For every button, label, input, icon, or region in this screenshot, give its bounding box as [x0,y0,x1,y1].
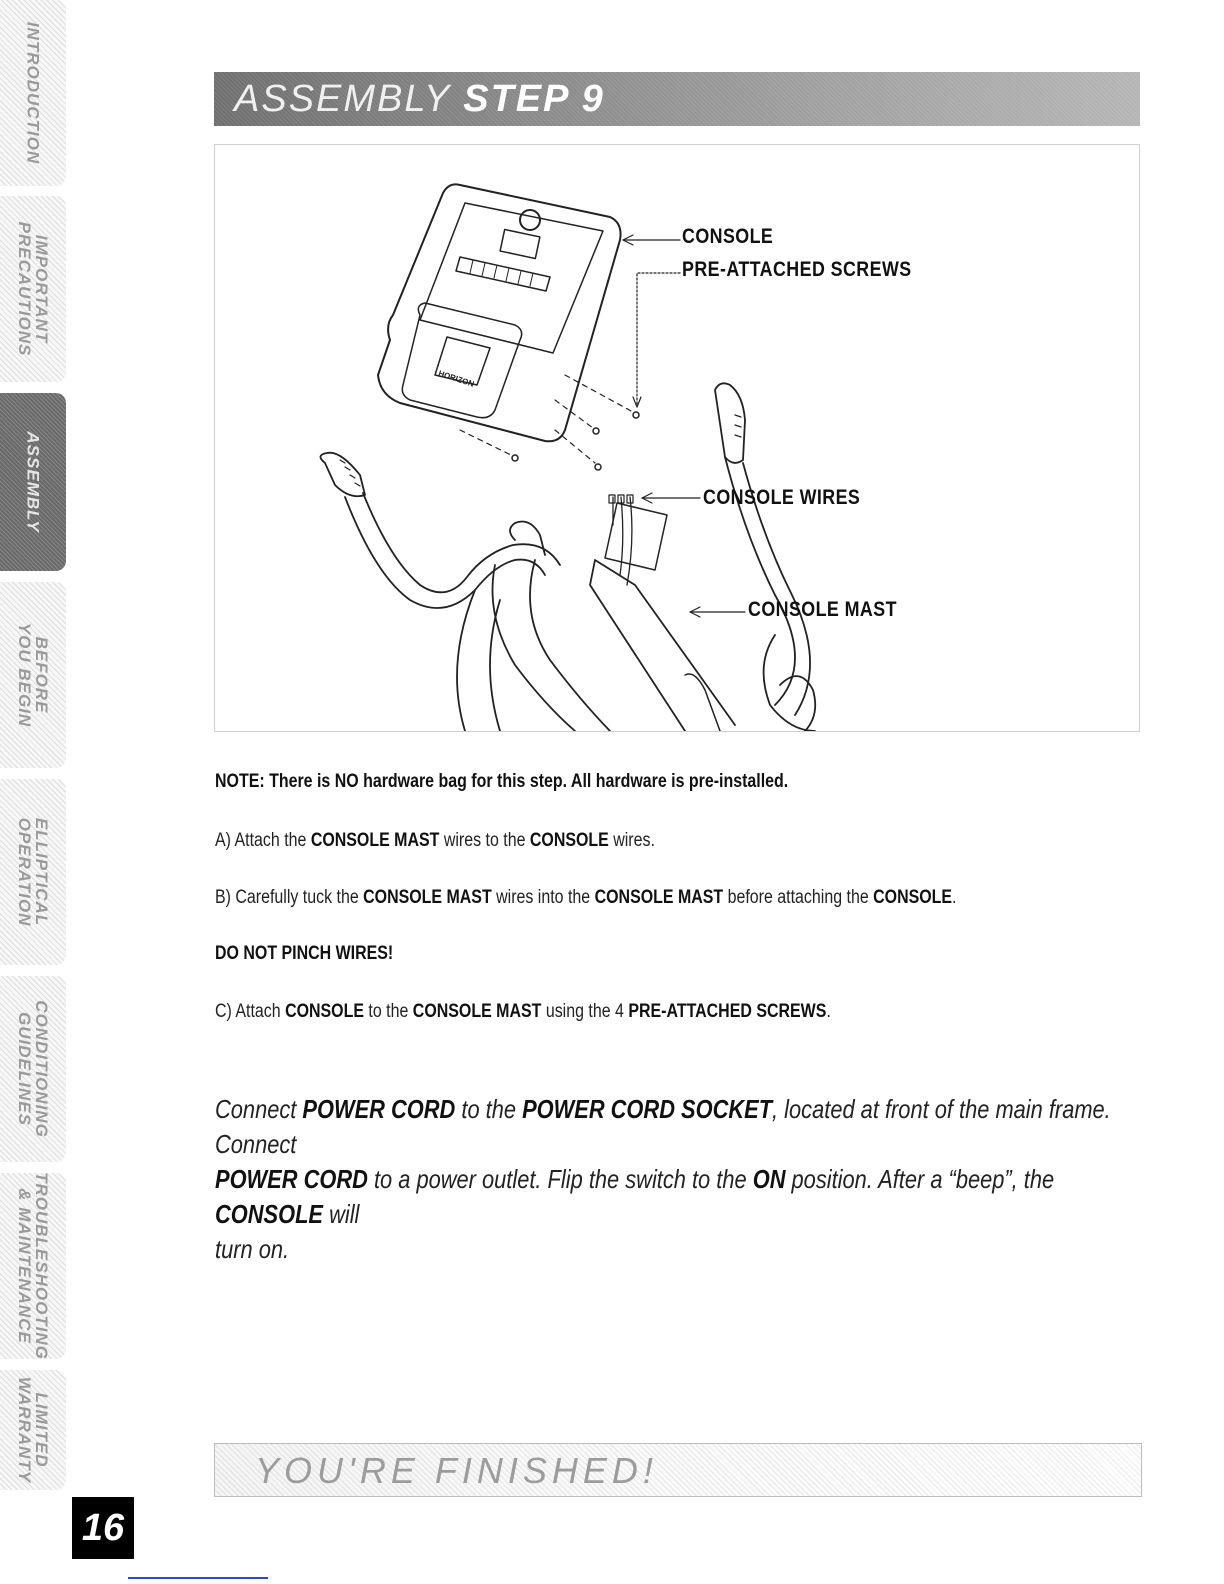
power-bold-5: CONSOLE [215,1199,324,1229]
tab-important-precautions[interactable]: IMPORTANT PRECAUTIONS [0,196,66,382]
callout-console-mast: CONSOLE MAST [748,598,897,621]
console-face [419,202,604,354]
page-rule [128,1577,268,1579]
console-body [377,183,622,443]
step-b-text-4: . [952,887,957,908]
power-text-5: position. After a “beep”, the [785,1164,1055,1194]
screw-1 [632,411,640,419]
step-b-bold-2: CONSOLE MAST [594,887,724,908]
mast-plate [604,502,668,571]
console-cup [434,336,491,386]
step-a-text-2: wires to the [439,830,530,851]
step-c-bold-3: PRE-ATTACHED SCREWS [628,1001,827,1022]
step-c-text-3: using the 4 [541,1001,629,1022]
step-title-prefix: ASSEMBLY [234,78,464,120]
step-b-bold-3: CONSOLE [873,887,953,908]
step-b-text-2: wires into the [491,887,595,908]
screw-4 [511,454,519,462]
power-bold-2: POWER CORD SOCKET [522,1094,773,1124]
step-c: C) Attach CONSOLE to the CONSOLE MAST us… [215,1001,831,1023]
step-header-banner: ASSEMBLY STEP 9 [214,72,1140,126]
screw-3 [594,463,602,471]
power-instructions: Connect POWER CORD to the POWER CORD SOC… [215,1092,1139,1267]
tab-important-precautions-label: IMPORTANT PRECAUTIONS [15,221,51,357]
note-text: NOTE: There is NO hardware bag for this … [215,771,789,792]
tab-limited-warranty-label: LIMITED WARRANTY [15,1376,51,1484]
assembly-illustration: HORIZON [319,183,817,731]
power-bold-3: POWER CORD [215,1164,368,1194]
right-handle [714,382,746,464]
step-b-text-3: before attaching the [723,887,874,908]
tab-limited-warranty[interactable]: LIMITED WARRANTY [0,1370,66,1490]
callout-console: CONSOLE [682,225,774,248]
step-a-bold-1: CONSOLE MAST [310,830,440,851]
step-b: B) Carefully tuck the CONSOLE MAST wires… [215,887,956,909]
callout-console-wires: CONSOLE WIRES [703,486,861,509]
tab-elliptical-operation-label: ELLIPTICAL OPERATION [15,817,51,927]
tab-conditioning-guidelines-label: CONDITIONING GUIDELINES [15,1000,51,1138]
step-c-text-2: to the [363,1001,413,1022]
console-brand: HORIZON [437,369,475,389]
power-text-6: will [323,1199,360,1229]
finished-banner: YOU'RE FINISHED! [214,1443,1142,1497]
callout-pre-attached-screws: PRE-ATTACHED SCREWS [682,258,912,281]
page-number: 16 [72,1497,134,1559]
center-handle [509,520,546,556]
assembly-figure: HORIZON [214,144,1140,732]
step-title: ASSEMBLY STEP 9 [234,78,605,120]
tab-introduction-label: INTRODUCTION [23,21,43,165]
side-tabs: INTRODUCTION IMPORTANT PRECAUTIONS ASSEM… [0,0,68,1584]
step-a-text-1: A) Attach the [215,830,311,851]
step-c-bold-1: CONSOLE [285,1001,364,1022]
power-bold-4: ON [752,1164,786,1194]
power-bold-1: POWER CORD [302,1094,456,1124]
tab-assembly-label: ASSEMBLY [23,431,43,533]
power-text-3: , located at front of the main frame. Co… [215,1094,1111,1159]
console-lower-panel [401,302,523,419]
console-knob [519,209,541,231]
console-display [499,228,541,260]
tab-elliptical-operation[interactable]: ELLIPTICAL OPERATION [0,779,66,965]
warning-text: DO NOT PINCH WIRES! [215,943,394,964]
console-segment-bar [455,256,551,292]
tab-before-you-begin[interactable]: BEFORE YOU BEGIN [0,582,66,768]
tab-introduction[interactable]: INTRODUCTION [0,0,66,186]
console-mast [589,559,736,731]
step-title-number: STEP 9 [463,78,605,120]
power-text-7: turn on. [215,1234,290,1264]
power-text-2: to the [455,1094,523,1124]
power-text-4: to a power outlet. Flip the switch to th… [367,1164,753,1194]
step-a-bold-2: CONSOLE [529,830,609,851]
finished-label: YOU'RE FINISHED! [255,1450,658,1491]
step-c-text-1: C) Attach [215,1001,286,1022]
tab-conditioning-guidelines[interactable]: CONDITIONING GUIDELINES [0,976,66,1162]
tab-assembly[interactable]: ASSEMBLY [0,393,66,571]
step-c-bold-2: CONSOLE MAST [412,1001,542,1022]
step-b-text-1: B) Carefully tuck the [215,887,364,908]
tab-troubleshooting-label: TROUBLESHOOTING & MAINTENANCE [15,1173,51,1359]
tab-before-you-begin-label: BEFORE YOU BEGIN [15,622,51,728]
tab-troubleshooting[interactable]: TROUBLESHOOTING & MAINTENANCE [0,1173,66,1359]
step-a-text-3: wires. [608,830,655,851]
step-c-text-4: . [826,1001,831,1022]
left-handle [319,451,366,498]
step-b-bold-1: CONSOLE MAST [363,887,492,908]
power-text-1: Connect [215,1094,303,1124]
screw-2 [592,427,600,435]
step-a: A) Attach the CONSOLE MAST wires to the … [215,830,655,852]
